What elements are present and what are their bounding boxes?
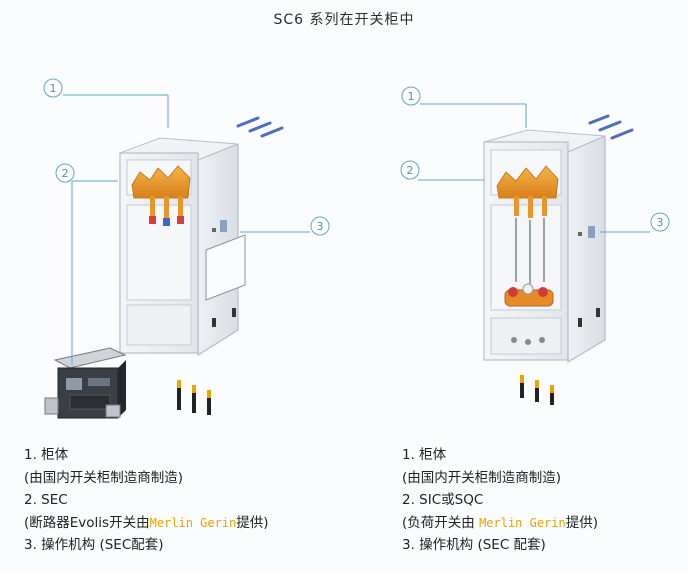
svg-text:3: 3 — [657, 216, 664, 229]
left-caption-line-4: (断路器Evolis开关由Merlin Gerin提供) — [24, 512, 269, 535]
left-caption-line-2: (由国内开关柜制造商制造) — [24, 469, 184, 486]
callout-left-1: 1 — [43, 78, 63, 98]
right-caption-brand: Merlin Gerin — [479, 515, 566, 530]
callout-left-3: 3 — [310, 216, 330, 236]
left-caption-line-3: 2. SEC — [24, 492, 68, 508]
svg-text:1: 1 — [50, 82, 57, 95]
left-caption-line-1: 1. 柜体 — [24, 447, 69, 463]
right-busbar-copper — [496, 165, 559, 218]
right-cabinet — [483, 114, 634, 405]
left-caption-line-5: 3. 操作机构 (SEC配套) — [24, 537, 164, 553]
right-caption-line-4-post: 提供) — [565, 514, 599, 531]
right-caption-line-5: 3. 操作机构 (SEC 配套) — [402, 537, 546, 553]
right-caption: 1. 柜体 (由国内开关柜制造商制造) 2. SIC或SQC (负荷开关由 Me… — [402, 444, 598, 557]
left-caption: 1. 柜体 (由国内开关柜制造商制造) 2. SEC (断路器Evolis开关由… — [24, 444, 269, 557]
callout-left-2: 2 — [55, 163, 75, 183]
left-busbar-copper — [131, 165, 191, 218]
evolis-breaker — [44, 347, 127, 419]
callout-right-1: 1 — [401, 86, 421, 106]
left-bottom-cables — [177, 380, 211, 415]
svg-text:3: 3 — [317, 220, 324, 233]
right-caption-line-1: 1. 柜体 — [402, 447, 447, 463]
left-caption-brand: Merlin Gerin — [149, 515, 237, 530]
right-caption-line-3: 2. SIC或SQC — [402, 492, 484, 508]
callout-right-2: 2 — [400, 160, 420, 180]
right-caption-line-4-pre: (负荷开关由 — [402, 514, 480, 531]
svg-text:2: 2 — [407, 164, 414, 177]
left-caption-line-4-pre: (断路器Evolis开关由 — [24, 514, 150, 531]
left-caption-line-4-post: 提供) — [236, 514, 269, 531]
right-caption-line-4: (负荷开关由 Merlin Gerin提供) — [402, 512, 598, 535]
right-caption-line-2: (由国内开关柜制造商制造) — [402, 469, 562, 486]
svg-text:2: 2 — [62, 167, 69, 180]
diagram-title: SC6 系列在开关柜中 — [273, 12, 415, 28]
left-cabinet — [44, 116, 284, 419]
load-switch-fuses — [504, 218, 554, 307]
svg-text:1: 1 — [408, 90, 415, 103]
right-bottom-cables — [520, 375, 554, 405]
callout-right-3: 3 — [650, 212, 670, 232]
